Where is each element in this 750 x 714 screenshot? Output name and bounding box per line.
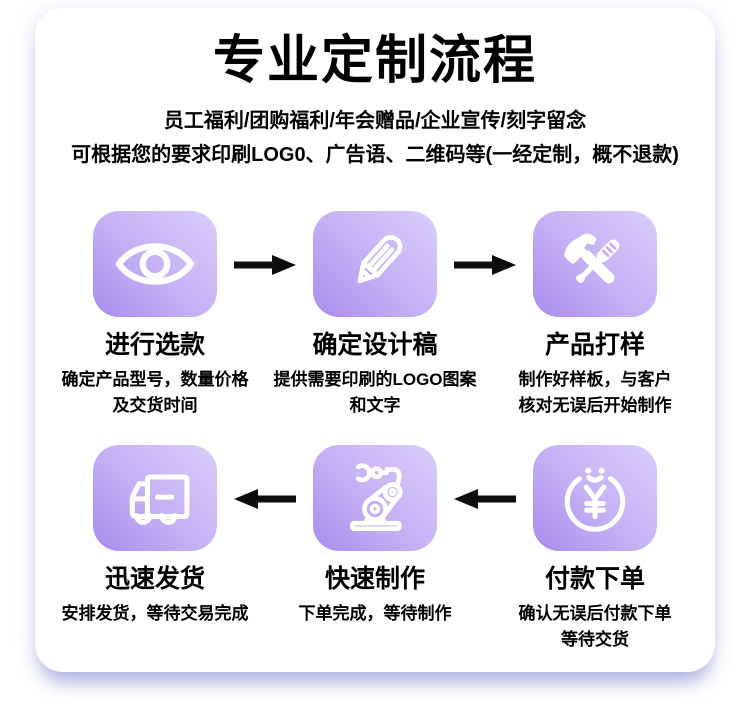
step-icon-tile (533, 210, 657, 317)
pencil-icon (357, 234, 403, 283)
step-select-product: 进行选款 确定产品型号，数量价格 及交货时间 (45, 210, 265, 418)
step-icon-tile (93, 445, 217, 552)
step-pay-order: 付款下单 确认无误后付款下单 等待交货 (485, 445, 705, 652)
hammer-tools-icon (564, 233, 620, 284)
step-icon-tile (313, 445, 437, 552)
step-icon-tile (533, 445, 657, 552)
step-title: 迅速发货 (104, 565, 205, 594)
step-title: 进行选款 (104, 330, 205, 359)
payment-yen-icon (564, 467, 626, 532)
flow-row-2: 迅速发货 安排发货，等待交易完成 (45, 445, 705, 652)
delivery-truck-icon (129, 474, 190, 525)
step-title: 付款下单 (544, 565, 645, 594)
step-title: 产品打样 (544, 330, 645, 359)
step-product-sample: 产品打样 制作好样板，与客户 核对无误后开始制作 (485, 210, 705, 418)
step-desc: 确定产品型号，数量价格 及交货时间 (61, 370, 249, 415)
arrow-left-icon (454, 488, 516, 510)
robot-arm-icon (350, 463, 403, 532)
step-confirm-design: 确定设计稿 提供需要印刷的LOGO图案 和文字 (265, 210, 485, 418)
step-desc: 制作好样板，与客户 核对无误后开始制作 (518, 370, 672, 415)
step-icon-tile (313, 210, 437, 317)
step-fast-shipping: 迅速发货 安排发货，等待交易完成 (45, 445, 265, 652)
step-desc: 安排发货，等待交易完成 (61, 604, 249, 624)
step-desc: 下单完成，等待制作 (298, 604, 452, 624)
subtitle-line1: 员工福利/团购福利/年会赠品/企业宣传/刻字留念 (163, 109, 587, 132)
step-fast-production: 快速制作 下单完成，等待制作 (265, 445, 485, 652)
step-desc: 确认无误后付款下单 等待交货 (518, 604, 672, 649)
flow-rows: 进行选款 确定产品型号，数量价格 及交货时间 确定设计稿 (35, 210, 715, 653)
process-card: 专业定制流程 员工福利/团购福利/年会赠品/企业宣传/刻字留念 可根据您的要求印… (35, 8, 715, 672)
subtitle-line2: 可根据您的要求印刷LOG0、广告语、二维码等(一经定制，概不退款) (71, 143, 679, 166)
step-icon-tile (93, 210, 217, 317)
step-desc: 提供需要印刷的LOGO图案 和文字 (273, 370, 477, 415)
eye-icon (115, 243, 195, 285)
step-title: 快速制作 (324, 565, 425, 594)
arrow-right-icon (454, 254, 516, 276)
page-title: 专业定制流程 (212, 32, 537, 90)
arrow-right-icon (234, 254, 296, 276)
step-title: 确定设计稿 (312, 330, 438, 359)
flow-row-1: 进行选款 确定产品型号，数量价格 及交货时间 确定设计稿 (45, 210, 705, 418)
arrow-left-icon (234, 488, 296, 510)
